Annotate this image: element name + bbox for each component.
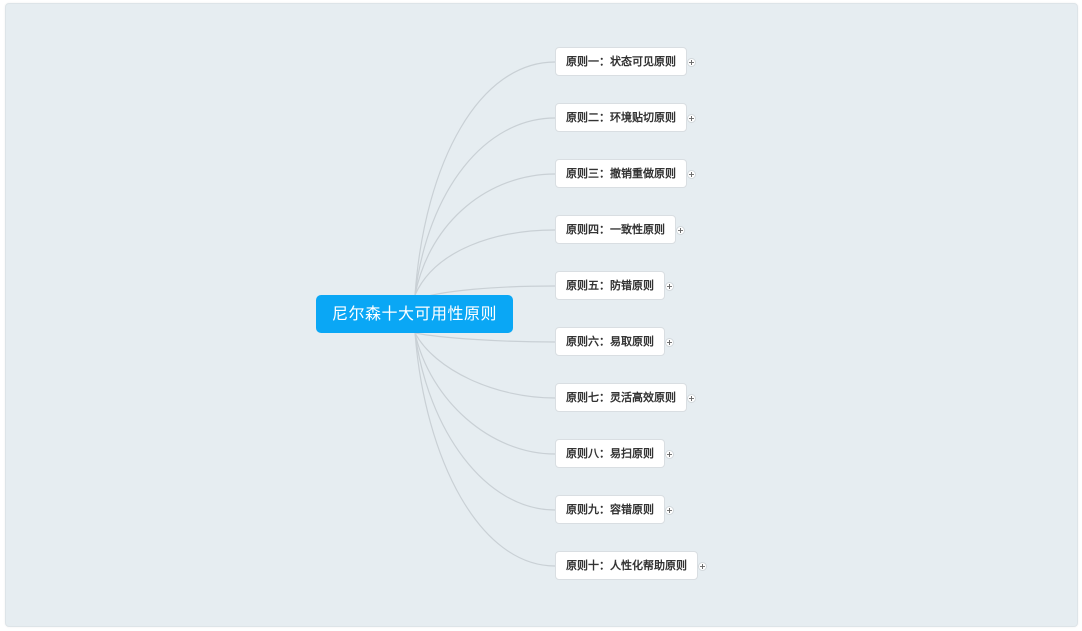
expand-icon[interactable]: +	[687, 114, 696, 123]
topic-principle-10[interactable]: 原则十：人性化帮助原则	[555, 551, 698, 580]
expand-icon[interactable]: +	[676, 226, 685, 235]
root-topic[interactable]: 尼尔森十大可用性原则	[316, 295, 513, 333]
topic-principle-8[interactable]: 原则八：易扫原则	[555, 439, 665, 468]
expand-icon[interactable]: +	[698, 562, 707, 571]
expand-icon[interactable]: +	[665, 338, 674, 347]
topic-principle-2[interactable]: 原则二：环境贴切原则	[555, 103, 687, 132]
expand-icon[interactable]: +	[687, 58, 696, 67]
topic-principle-4[interactable]: 原则四：一致性原则	[555, 215, 676, 244]
mindmap-canvas[interactable]	[5, 3, 1078, 627]
topic-principle-7[interactable]: 原则七：灵活高效原则	[555, 383, 687, 412]
topic-principle-3[interactable]: 原则三：撤销重做原则	[555, 159, 687, 188]
topic-principle-6[interactable]: 原则六：易取原则	[555, 327, 665, 356]
expand-icon[interactable]: +	[687, 170, 696, 179]
expand-icon[interactable]: +	[665, 506, 674, 515]
expand-icon[interactable]: +	[665, 450, 674, 459]
topic-principle-9[interactable]: 原则九：容错原则	[555, 495, 665, 524]
topic-principle-1[interactable]: 原则一：状态可见原则	[555, 47, 687, 76]
topic-principle-5[interactable]: 原则五：防错原则	[555, 271, 665, 300]
expand-icon[interactable]: +	[665, 282, 674, 291]
expand-icon[interactable]: +	[687, 394, 696, 403]
